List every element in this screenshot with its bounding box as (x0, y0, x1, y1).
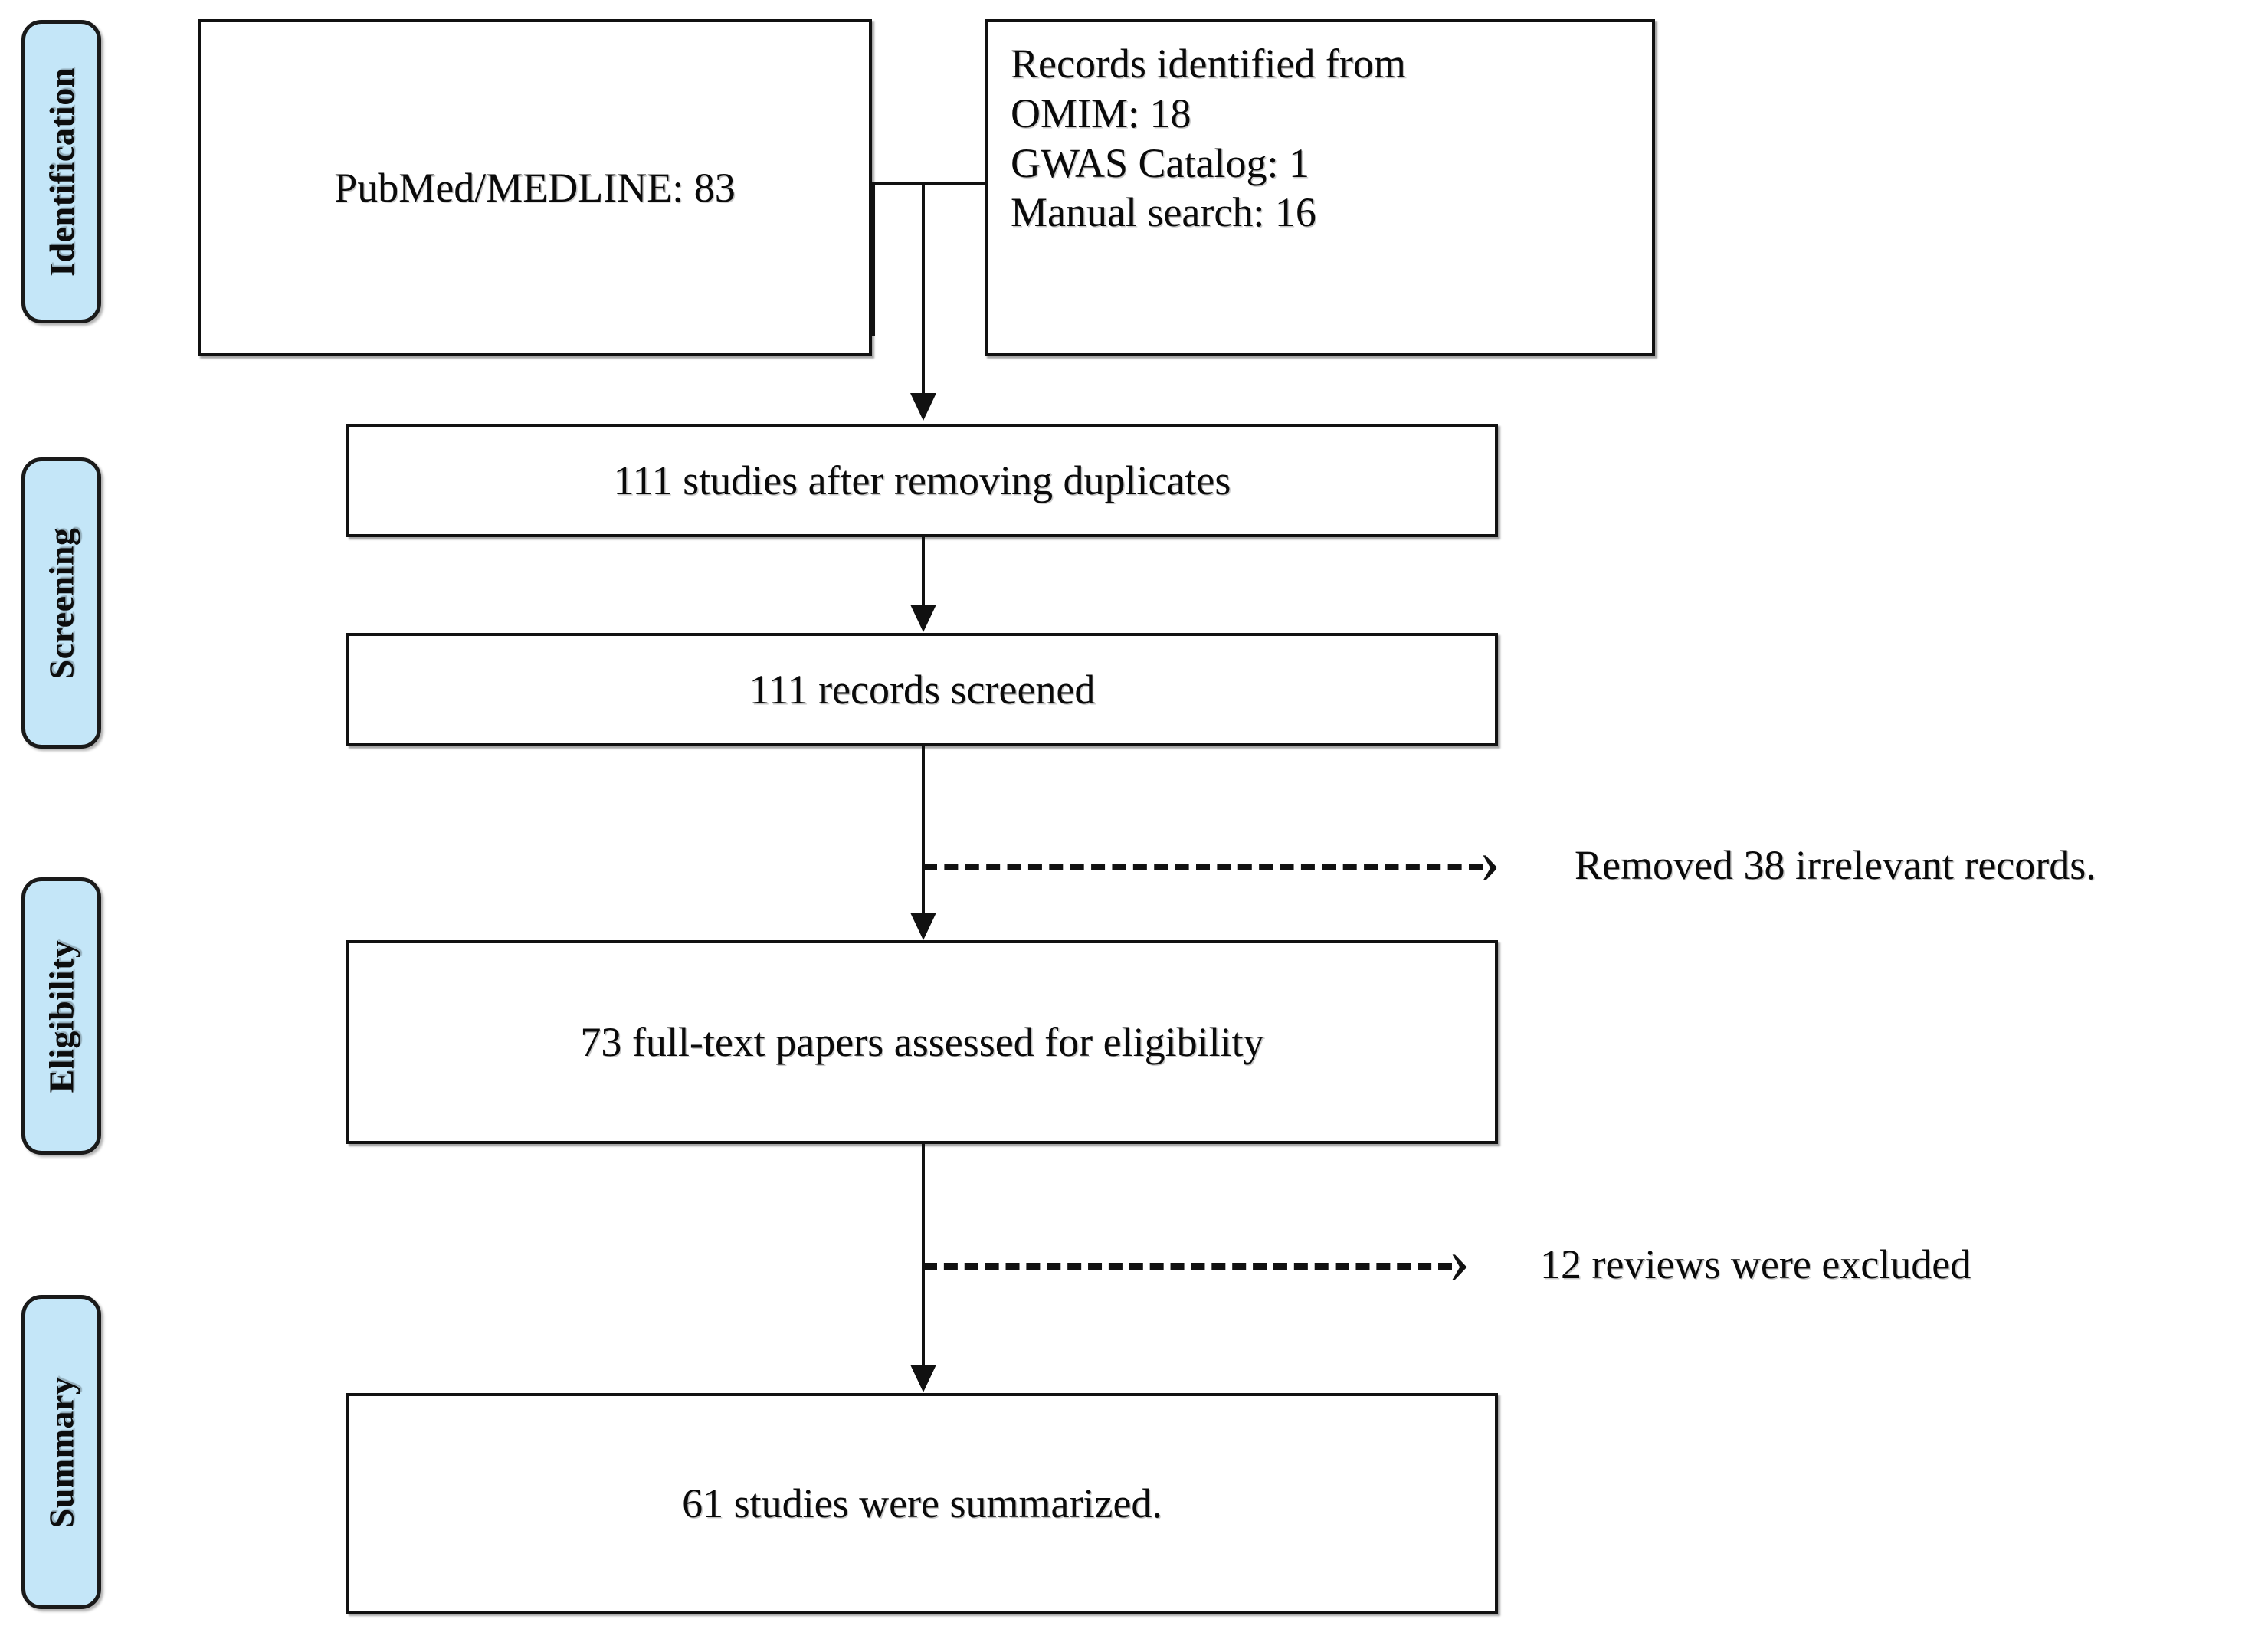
exclusion-note-reviews-excluded: 12 reviews were excluded (1540, 1241, 1971, 1287)
box-studies-summarized[interactable]: 61 studies were summarized. (346, 1393, 1498, 1614)
box-fulltext-assessed-text: 73 full-text papers assessed for eligibi… (580, 1018, 1264, 1065)
box-other-sources-line-3: GWAS Catalog: 1 (1011, 139, 1309, 186)
connector-merge-horizontal (872, 182, 987, 185)
box-fulltext-assessed[interactable]: 73 full-text papers assessed for eligibi… (346, 940, 1498, 1144)
box-other-sources-list: Records identified from OMIM: 18 GWAS Ca… (988, 22, 1652, 238)
stage-tab-screening-label: Screening (41, 527, 81, 679)
box-studies-summarized-text: 61 studies were summarized. (682, 1480, 1162, 1526)
arrow-screened-to-fulltext-head (910, 913, 936, 940)
box-other-sources-line-2: OMIM: 18 (1011, 90, 1191, 136)
exclusion-arrow-removed-irrelevant-line (923, 864, 1483, 870)
stage-tab-eligibility[interactable]: Eligibility (21, 877, 101, 1155)
box-other-sources-line-4: Manual search: 16 (1011, 189, 1316, 236)
box-records-screened-text: 111 records screened (749, 666, 1096, 713)
exclusion-arrow-removed-irrelevant-head: › (1479, 824, 1501, 897)
arrow-identification-to-duplicates-head (910, 393, 936, 421)
exclusion-note-removed-irrelevant: Removed 38 irrelevant records. (1575, 842, 2096, 888)
arrow-screened-to-fulltext-line (922, 746, 925, 915)
box-after-duplicates-text: 111 studies after removing duplicates (613, 457, 1231, 503)
arrow-fulltext-to-summary-head (910, 1365, 936, 1392)
stage-tab-identification-label: Identification (41, 67, 81, 277)
exclusion-arrow-reviews-excluded-line (923, 1263, 1452, 1270)
box-after-duplicates[interactable]: 111 studies after removing duplicates (346, 424, 1498, 537)
box-pubmed-medline-text: PubMed/MEDLINE: 83 (334, 164, 736, 211)
exclusion-arrow-reviews-excluded-head: › (1448, 1223, 1470, 1296)
connector-merge-left-stub (872, 182, 875, 336)
stage-tab-eligibility-label: Eligibility (41, 939, 81, 1093)
arrow-duplicates-to-screened-head (910, 605, 936, 632)
stage-tab-summary[interactable]: Summary (21, 1295, 101, 1609)
arrow-fulltext-to-summary-line (922, 1144, 925, 1366)
stage-tab-identification[interactable]: Identification (21, 20, 101, 323)
box-records-screened[interactable]: 111 records screened (346, 633, 1498, 746)
box-other-sources[interactable]: Records identified from OMIM: 18 GWAS Ca… (985, 19, 1655, 356)
arrow-duplicates-to-screened-line (922, 537, 925, 608)
box-other-sources-line-1: Records identified from (1011, 41, 1406, 87)
stage-tab-screening[interactable]: Screening (21, 457, 101, 749)
arrow-identification-to-duplicates-line (922, 184, 925, 395)
stage-tab-summary-label: Summary (41, 1376, 81, 1528)
box-pubmed-medline[interactable]: PubMed/MEDLINE: 83 (198, 19, 872, 356)
